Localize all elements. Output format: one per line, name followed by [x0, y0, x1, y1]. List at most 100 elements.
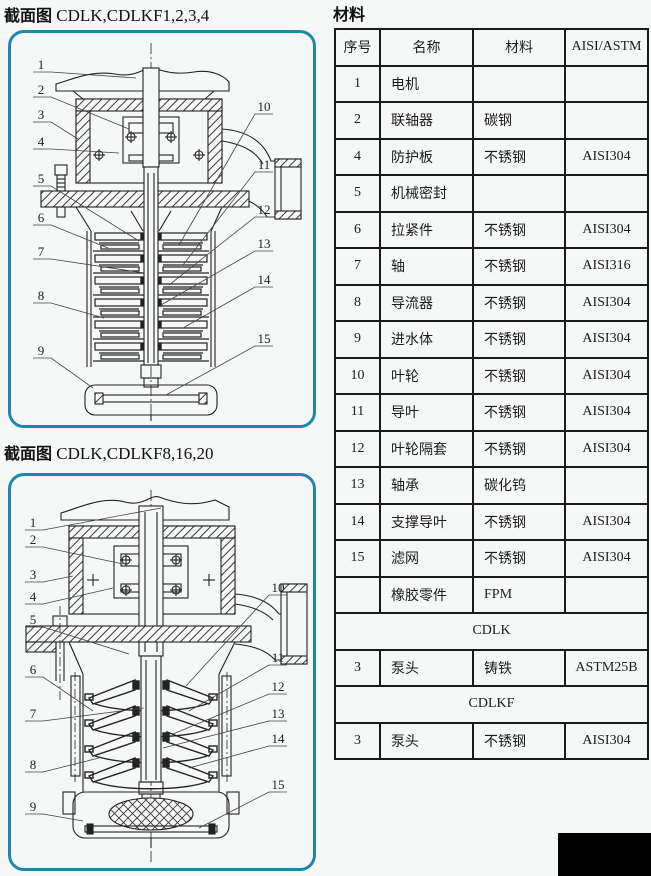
cell-no: 3 [334, 721, 381, 760]
table-row: 13 轴承 碳化钨 [334, 466, 649, 505]
table-row: 12 叶轮隔套 不锈钢 AISI304 [334, 429, 649, 468]
cell-name: 电机 [379, 64, 474, 103]
cell-name: 泵头 [379, 648, 474, 687]
cell-name: 轴 [379, 247, 474, 286]
section1-title-cn: 截面图 [4, 8, 53, 25]
callout-14: 14 [258, 272, 272, 287]
callout-3: 3 [30, 567, 37, 582]
cell-material: 不锈钢 [472, 721, 566, 760]
cell-aisi: AISI316 [564, 247, 649, 286]
cell-name: 导流器 [379, 283, 474, 322]
table-row: 11 导叶 不锈钢 AISI304 [334, 393, 649, 432]
cell-name: 滤网 [379, 539, 474, 578]
cell-aisi: AISI304 [564, 721, 649, 760]
cell-no: 5 [334, 174, 381, 213]
cell-name: 防护板 [379, 137, 474, 176]
table-row: 1 电机 [334, 64, 649, 103]
cell-aisi: AISI304 [564, 539, 649, 578]
cell-aisi: AISI304 [564, 320, 649, 359]
cell-material: 碳化钨 [472, 466, 566, 505]
cell-no: 11 [334, 393, 381, 432]
cell-material: 不锈钢 [472, 502, 566, 541]
cell-no: 6 [334, 210, 381, 249]
cell-material: 铸铁 [472, 648, 566, 687]
cell-material [472, 64, 566, 103]
callout-1: 1 [38, 57, 45, 72]
cell-no: 7 [334, 247, 381, 286]
group-row-cdlk: CDLK [334, 612, 649, 651]
cell-aisi [564, 466, 649, 505]
callout-13: 13 [272, 706, 285, 721]
cell-material: 不锈钢 [472, 247, 566, 286]
section2-title-code: CDLK,CDLKF8,16,20 [56, 444, 214, 463]
cell-no: 9 [334, 320, 381, 359]
cell-name: 支撑导叶 [379, 502, 474, 541]
cell-aisi: AISI304 [564, 502, 649, 541]
callout-5: 5 [30, 612, 37, 627]
cell-material: FPM [472, 575, 566, 614]
callout-14: 14 [272, 731, 286, 746]
callout-11: 11 [272, 650, 285, 665]
cell-no: 15 [334, 539, 381, 578]
cell-material: 不锈钢 [472, 283, 566, 322]
callout-10: 10 [258, 99, 271, 114]
table-row: 6 拉紧件 不锈钢 AISI304 [334, 210, 649, 249]
cell-name: 联轴器 [379, 101, 474, 140]
callout-7: 7 [30, 706, 37, 721]
callout-12: 12 [272, 679, 285, 694]
table-row: 9 进水体 不锈钢 AISI304 [334, 320, 649, 359]
cell-name: 拉紧件 [379, 210, 474, 249]
callout-7: 7 [38, 244, 45, 259]
cell-no: 8 [334, 283, 381, 322]
callout-3: 3 [38, 107, 45, 122]
table-row: 2 联轴器 碳钢 [334, 101, 649, 140]
cell-name: 轴承 [379, 466, 474, 505]
materials-table: 序号 名称 材料 AISI/ASTM 1 电机 2 联轴器 碳钢 4 防护板 不… [334, 28, 649, 760]
cell-no: 10 [334, 356, 381, 395]
cell-material: 不锈钢 [472, 356, 566, 395]
section2-title-cn: 截面图 [4, 446, 53, 463]
col-header-no: 序号 [334, 28, 381, 67]
cell-no [334, 575, 381, 614]
callout-2: 2 [30, 532, 37, 547]
col-header-name: 名称 [379, 28, 474, 67]
table-row: 8 导流器 不锈钢 AISI304 [334, 283, 649, 322]
callout-9: 9 [38, 343, 45, 358]
cell-aisi: AISI304 [564, 210, 649, 249]
cell-aisi: ASTM25B [564, 648, 649, 687]
table-row: 橡胶零件 FPM [334, 575, 649, 614]
callout-9: 9 [30, 799, 37, 814]
table-row: 4 防护板 不锈钢 AISI304 [334, 137, 649, 176]
cell-aisi: AISI304 [564, 137, 649, 176]
table-row: 5 机械密封 [334, 174, 649, 213]
cell-no: 12 [334, 429, 381, 468]
cell-name: 机械密封 [379, 174, 474, 213]
cell-no: 2 [334, 101, 381, 140]
cell-material: 不锈钢 [472, 137, 566, 176]
col-header-material: 材料 [472, 28, 566, 67]
callout-5: 5 [38, 171, 45, 186]
callout-2: 2 [38, 82, 45, 97]
callout-13: 13 [258, 236, 271, 251]
table-row: 3 泵头 不锈钢 AISI304 [334, 721, 649, 760]
cell-aisi: AISI304 [564, 429, 649, 468]
cell-no: 14 [334, 502, 381, 541]
callout-4: 4 [30, 589, 37, 604]
cell-no: 4 [334, 137, 381, 176]
cell-name: 叶轮 [379, 356, 474, 395]
callout-6: 6 [30, 662, 37, 677]
header-row: 序号 名称 材料 AISI/ASTM [334, 28, 649, 67]
cell-name: 橡胶零件 [379, 575, 474, 614]
cell-material: 不锈钢 [472, 539, 566, 578]
group-row-cdlkf: CDLKF [334, 685, 649, 724]
callout-6: 6 [38, 210, 45, 225]
cell-aisi: AISI304 [564, 356, 649, 395]
callout-4: 4 [38, 134, 45, 149]
cell-name: 进水体 [379, 320, 474, 359]
callout-12: 12 [258, 202, 271, 217]
cell-aisi [564, 64, 649, 103]
cell-aisi [564, 575, 649, 614]
cell-aisi [564, 174, 649, 213]
materials-title: 材料 [333, 7, 366, 24]
